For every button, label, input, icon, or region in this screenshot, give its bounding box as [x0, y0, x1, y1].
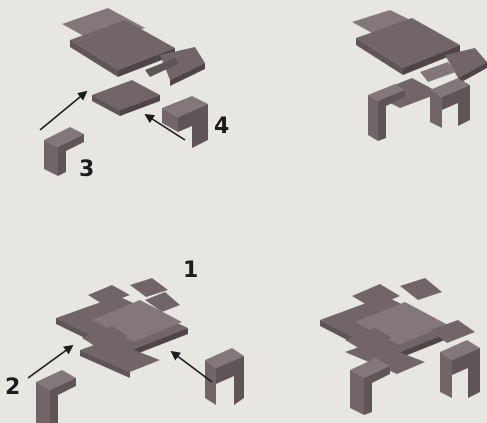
arrow-part-3	[40, 92, 86, 130]
bracket-part-2	[36, 370, 76, 423]
label-step-1: 1	[183, 258, 198, 283]
bracket-part-right	[205, 348, 244, 405]
right-bracket-installed	[430, 78, 470, 128]
bottom-right-assembled-result	[320, 278, 480, 415]
label-step-4: 4	[214, 114, 229, 139]
top-left-exploded-assembly: 3 4	[40, 8, 229, 182]
bracket-part-4	[162, 96, 208, 148]
right-bracket-installed-bottom	[440, 340, 480, 398]
left-bracket-installed	[368, 84, 405, 141]
left-bracket-installed-bottom	[350, 358, 390, 415]
bottom-left-exploded-assembly: 1 2	[5, 258, 244, 423]
bracket-part-3	[44, 127, 84, 176]
label-step-3: 3	[79, 157, 94, 182]
label-step-2: 2	[5, 375, 20, 400]
top-right-assembled-result	[352, 10, 487, 141]
